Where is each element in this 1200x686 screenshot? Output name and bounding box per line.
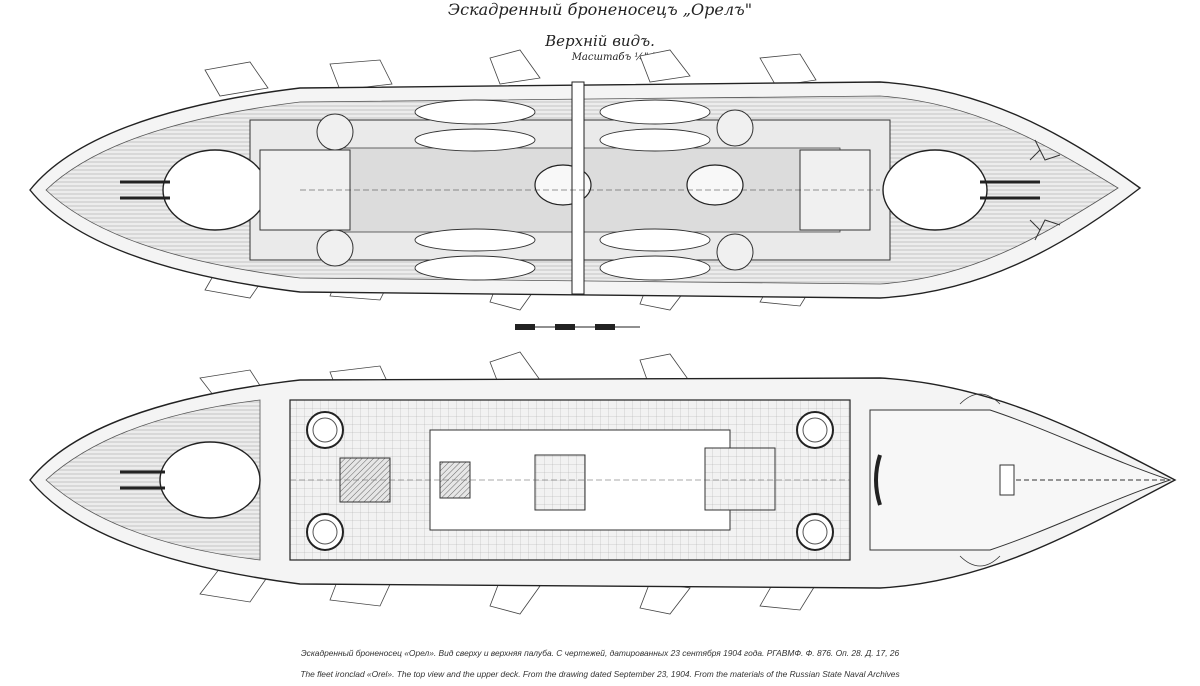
drawing-title: Эскадренный броненосецъ „Орелъ" bbox=[447, 0, 753, 19]
drawing-subtitle: Верхній видъ. bbox=[545, 32, 655, 50]
caption-english: The fleet ironclad «Orel». The top view … bbox=[300, 669, 900, 679]
top-view-boats bbox=[414, 99, 711, 281]
upper-deck-view bbox=[29, 351, 1177, 615]
top-view-scale-bar bbox=[515, 324, 640, 330]
caption-russian: Эскадренный броненосец «Орел». Вид сверх… bbox=[300, 648, 900, 658]
top-view bbox=[29, 49, 1142, 330]
drawing-scale-note: Масштабъ ¼" F4. bbox=[571, 52, 669, 63]
top-view-turrets bbox=[120, 109, 1040, 271]
